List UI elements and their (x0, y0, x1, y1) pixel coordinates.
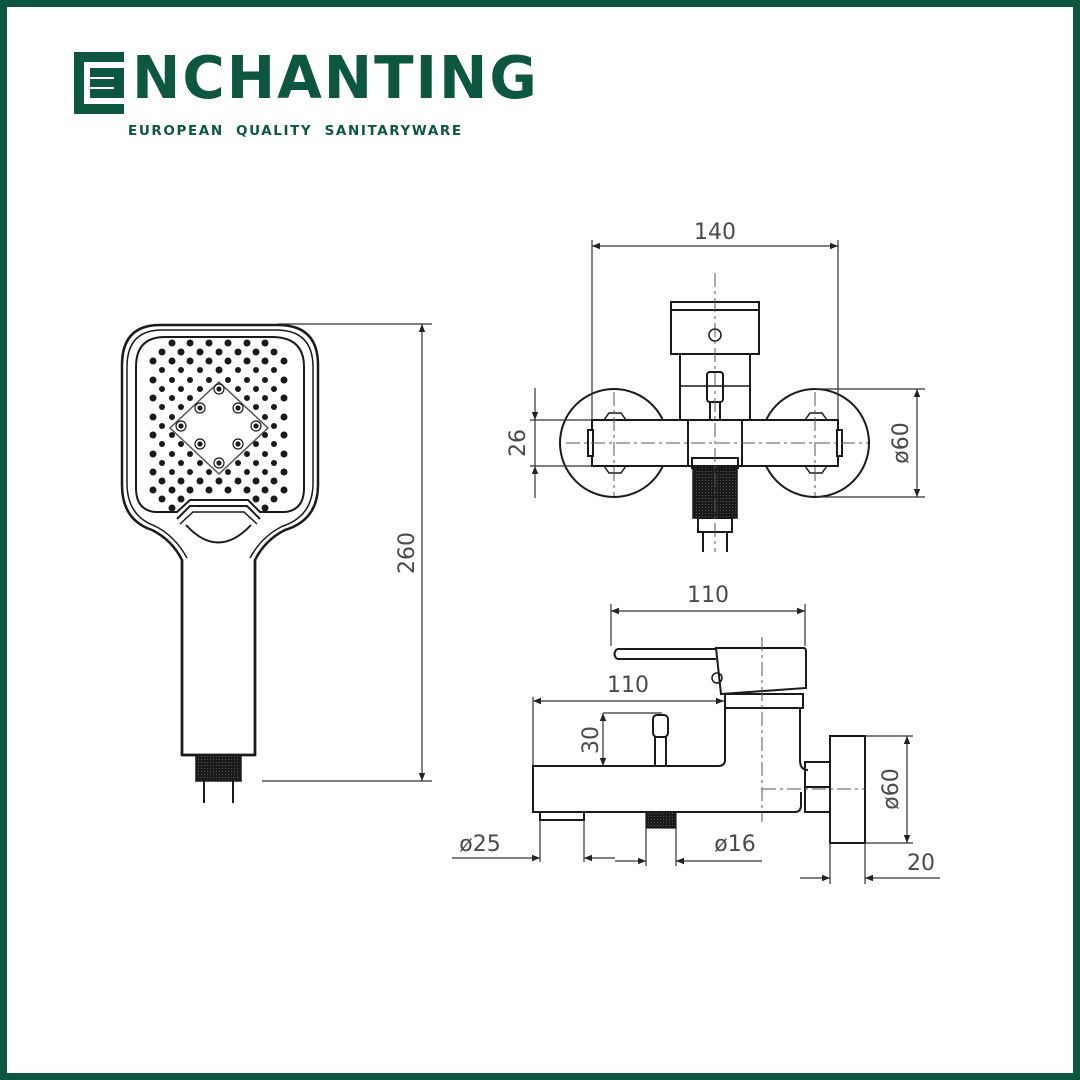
side-flange-diameter-label: ø60 (879, 768, 904, 809)
side-flange-depth-label: 20 (907, 851, 935, 876)
side-diverter-height-label: 30 (579, 726, 604, 754)
hose-connector-icon (195, 754, 242, 782)
logo-e-mark-icon (74, 52, 124, 114)
side-outlet-diameter-label: ø25 (459, 832, 500, 857)
brand-name: NCHANTING (132, 43, 539, 112)
front-flange-diameter-label: ø60 (889, 422, 914, 463)
front-width-label: 140 (694, 220, 736, 245)
side-hose-diameter-label: ø16 (714, 832, 755, 857)
hand-shower-height-label: 260 (395, 532, 420, 574)
brand-logo: NCHANTING EUROPEAN QUALITY SANITARYWARE (74, 48, 537, 142)
side-spout-length-label: 110 (607, 673, 649, 698)
spray-nozzles (149, 339, 288, 512)
brand-tagline: EUROPEAN QUALITY SANITARYWARE (128, 123, 463, 139)
mixer-side-view (452, 604, 940, 884)
front-bar-height-label: 26 (506, 429, 531, 457)
side-handle-length-label: 110 (687, 583, 729, 608)
hand-shower-drawing (120, 323, 432, 803)
mixer-front-view (530, 240, 925, 552)
